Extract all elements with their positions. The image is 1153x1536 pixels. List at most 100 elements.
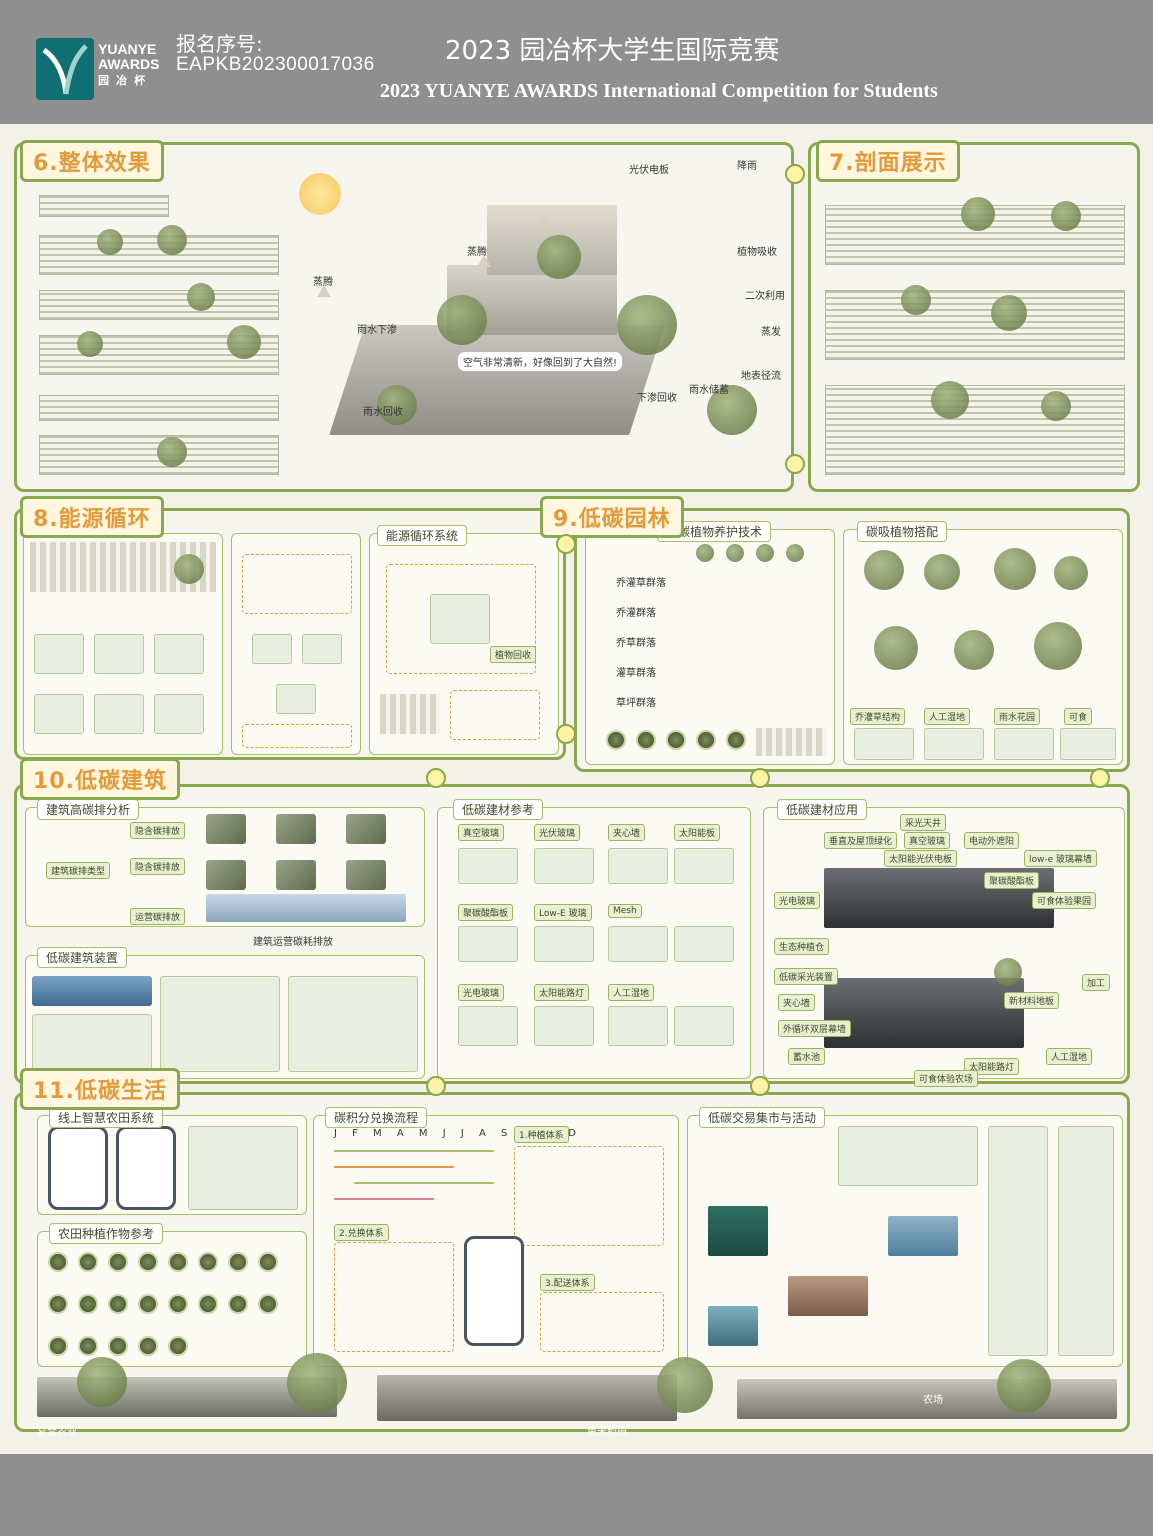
building-base xyxy=(329,325,665,435)
tag-wetland: 人工湿地 xyxy=(924,708,971,725)
label-reuse: 二次利用 xyxy=(745,291,785,302)
apply-photo-glass: 光电玻璃 xyxy=(774,892,821,909)
devices-title: 低碳建筑装置 xyxy=(37,947,128,968)
yuanye-awards-logo: YUANYE AWARDS 园 冶 杯 xyxy=(36,38,164,100)
connector-dot xyxy=(556,534,576,554)
tag-operation: 运营碳排放 xyxy=(130,908,186,925)
panel-low-carbon-garden: 乔灌草群落 乔灌群落 乔草群落 灌草群落 草坪群落 低碳植物养护技术 乔灌 xyxy=(574,508,1130,772)
energy-subpanel-2 xyxy=(231,533,361,755)
section-drawing-2 xyxy=(825,290,1125,360)
apply-solar-light: 太阳能路灯 xyxy=(964,1058,1020,1075)
material-application-title: 低碳建材应用 xyxy=(777,799,868,820)
market-title: 低碳交易集市与活动 xyxy=(699,1107,826,1128)
community-row-2: 乔灌群落 xyxy=(616,608,656,619)
competition-header: YUANYE AWARDS 园 冶 杯 报名序号: EAPKB202300017… xyxy=(0,0,1153,124)
section-title-11: 11.低碳生活 xyxy=(20,1068,180,1110)
mat-solar-panel: 太阳能板 xyxy=(674,824,721,841)
panel-section-display xyxy=(808,142,1140,492)
label-rain: 降雨 xyxy=(737,161,757,172)
community-row-1: 乔灌草群落 xyxy=(616,578,666,589)
carbon-credit-flow: J F M A M J J A S O N D 1.种植体系 2.兑换体系 3.… xyxy=(313,1115,679,1367)
material-reference-title: 低碳建材参考 xyxy=(453,799,544,820)
apply-pc-board: 聚碳酸酯板 xyxy=(984,872,1040,889)
mat-pc-board: 聚碳酸酯板 xyxy=(458,904,514,921)
label-rain-recycle: 雨水回收 xyxy=(363,407,403,418)
evaporation-arrow-icon xyxy=(477,255,491,267)
poster-board: 光伏电板 降雨 蒸腾 植物吸收 蒸腾 二次利用 雨水下渗 蒸发 下渗回收 雨水储… xyxy=(0,124,1153,1454)
apply-processing: 加工 xyxy=(1082,974,1111,991)
apply-sunshade: 电动外遮阳 xyxy=(964,832,1020,849)
apply-sandwich-wall: 夹心墙 xyxy=(778,994,816,1011)
apply-wetland: 人工湿地 xyxy=(1046,1048,1093,1065)
panel-low-carbon-life: 线上智慧农田系统 农田种植作物参考 J F M A M xyxy=(14,1092,1130,1438)
connector-dot xyxy=(785,454,805,474)
logo-mark-icon xyxy=(36,38,94,100)
bottom-building-right xyxy=(737,1379,1117,1419)
operation-caption: 建筑运营碳耗排放 xyxy=(253,937,333,948)
mat-mesh: Mesh xyxy=(608,904,642,918)
label-infiltrate-recycle: 下渗回收 xyxy=(637,393,677,404)
community-row-5: 草坪群落 xyxy=(616,698,656,709)
footer-bar xyxy=(0,1454,1153,1536)
section-title-7: 7.剖面展示 xyxy=(816,140,960,182)
connector-dot xyxy=(426,768,446,788)
apply-eco-pod: 生态种植仓 xyxy=(774,938,830,955)
exchange-system-title: 2.兑换体系 xyxy=(334,1224,389,1241)
mat-lowe-glass: Low-E 玻璃 xyxy=(534,904,592,921)
emission-analysis: 隐含碳排放 建筑碳排类型 隐含碳排放 运营碳排放 xyxy=(25,807,425,927)
community-row-3: 乔草群落 xyxy=(616,638,656,649)
evaporation-arrow-icon xyxy=(317,285,331,297)
community-row-4: 灌草群落 xyxy=(616,668,656,679)
apply-cistern: 蓄水池 xyxy=(788,1048,826,1065)
apply-daylight: 低碳采光装置 xyxy=(774,968,839,985)
apply-atrium: 采光天井 xyxy=(900,814,947,831)
tag-emission-type: 建筑碳排类型 xyxy=(46,862,111,879)
carbon-plant-title: 碳吸植物搭配 xyxy=(857,521,948,542)
connector-dot xyxy=(556,724,576,744)
label-fish-rice: 鱼米稻田 xyxy=(587,1427,627,1438)
label-farm: 农场 xyxy=(923,1395,943,1406)
mat-pv-glass: 光伏玻璃 xyxy=(534,824,581,841)
registration-number: EAPKB202300017036 xyxy=(176,54,375,75)
connector-dot xyxy=(426,1076,446,1096)
section-title-10: 10.低碳建筑 xyxy=(20,758,180,800)
mat-photo-glass: 光电玻璃 xyxy=(458,984,505,1001)
elevation-5 xyxy=(39,395,279,421)
label-runoff: 地表径流 xyxy=(741,371,781,382)
maintenance-subpanel: 乔灌草群落 乔灌群落 乔草群落 灌草群落 草坪群落 xyxy=(585,529,835,765)
energy-subpanel-1 xyxy=(23,533,223,755)
label-rain-store: 雨水储蓄 xyxy=(689,385,729,396)
bottom-building-mid xyxy=(377,1375,677,1421)
elevation-1 xyxy=(39,195,169,217)
connector-dot xyxy=(750,768,770,788)
smart-farm-system xyxy=(37,1115,307,1215)
speech-bubble: 空气非常清新，好像回到了大自然! xyxy=(457,351,624,372)
emission-analysis-title: 建筑高碳排分析 xyxy=(37,799,140,820)
tag-embodied-2: 隐含碳排放 xyxy=(130,858,186,875)
section-title-6: 6.整体效果 xyxy=(20,140,164,182)
logo-line1: YUANYE xyxy=(98,41,157,57)
sun-icon xyxy=(299,173,341,215)
connector-dot xyxy=(785,164,805,184)
mat-solar-light: 太阳能路灯 xyxy=(534,984,590,1001)
energy-cycle-system: 植物回收 xyxy=(369,533,559,755)
mat-sandwich-wall: 夹心墙 xyxy=(608,824,646,841)
tag-rain-garden: 雨水花园 xyxy=(994,708,1041,725)
material-application: 采光天井 垂直及屋顶绿化 真空玻璃 太阳能光伏电板 电动外遮阳 low-e 玻璃… xyxy=(763,807,1125,1087)
maintenance-title: 低碳植物养护技术 xyxy=(657,521,772,542)
tag-edible: 可食 xyxy=(1064,708,1093,725)
apply-lowe-curtain: low-e 玻璃幕墙 xyxy=(1024,850,1098,867)
logo-cn: 园 冶 杯 xyxy=(98,75,148,87)
crop-reference xyxy=(37,1231,307,1367)
carbon-credit-title: 碳积分兑换流程 xyxy=(325,1107,428,1128)
label-infiltration: 雨水下渗 xyxy=(357,325,397,336)
month-axis: J F M A M J J A S O N D xyxy=(334,1128,582,1139)
material-reference: 真空玻璃 光伏玻璃 夹心墙 太阳能板 聚碳酸酯板 Low-E 玻璃 Mesh 光… xyxy=(437,807,751,1079)
panel-overall-effect: 光伏电板 降雨 蒸腾 植物吸收 蒸腾 二次利用 雨水下渗 蒸发 下渗回收 雨水储… xyxy=(14,142,794,492)
low-carbon-devices xyxy=(25,955,425,1079)
registration-label: 报名序号: xyxy=(176,32,263,56)
apply-vertical-green: 垂直及屋顶绿化 xyxy=(824,832,898,849)
smart-farm-title: 线上智慧农田系统 xyxy=(49,1107,164,1128)
crop-reference-title: 农田种植作物参考 xyxy=(49,1223,164,1244)
apply-edible-farm: 可食体验农场 xyxy=(914,1070,979,1087)
